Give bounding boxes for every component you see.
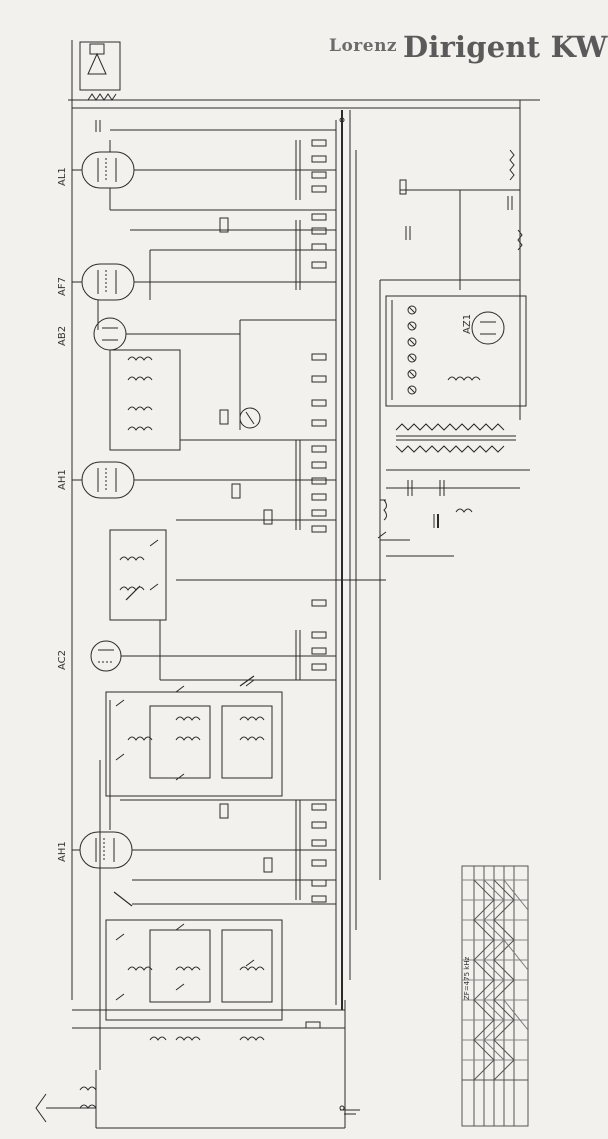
- tube-ah1-mix: [79, 831, 133, 869]
- power-supply: [380, 100, 530, 557]
- coil-groups: [105, 349, 283, 1041]
- tube-ah1-if: [81, 461, 135, 499]
- tube-af7: [81, 263, 135, 301]
- tube-label-ac2: AC2: [57, 649, 68, 670]
- tube-wiring: [72, 129, 336, 851]
- tube-label-ah1-if: AH1: [57, 469, 68, 490]
- speaker: [79, 41, 121, 101]
- resistor-bank: [219, 139, 407, 1029]
- tube-az1: [471, 311, 505, 345]
- brand-name: Lorenz: [329, 36, 398, 56]
- tube-label-ah1-mix: AH1: [57, 841, 68, 862]
- switch-contacts: [113, 531, 387, 1001]
- tube-label-af7: AF7: [57, 277, 68, 296]
- tube-ab2: [93, 317, 127, 351]
- tube-envelopes: [79, 151, 505, 869]
- antenna-input: [35, 117, 360, 1129]
- tube-label-ab2: AB2: [57, 325, 68, 346]
- if-frequency-label: ZF=475 kHz: [463, 956, 471, 1000]
- tube-label-al1: AL1: [57, 167, 68, 186]
- model-name: Dirigent KW: [403, 30, 608, 64]
- tube-label-az1: AZ1: [462, 313, 473, 334]
- misc-wires: [97, 300, 386, 1070]
- tube-ac2: [90, 640, 122, 672]
- capacitor-bank: [95, 120, 513, 900]
- tube-al1: [81, 151, 135, 189]
- band-switch-table: [461, 865, 529, 1127]
- bus-lines: [68, 40, 540, 1029]
